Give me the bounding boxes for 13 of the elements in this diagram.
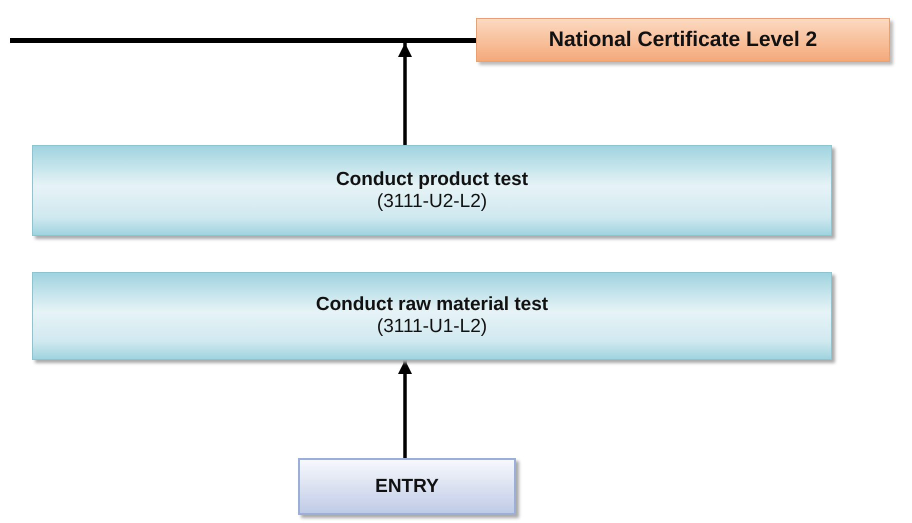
box-title: Conduct raw material test xyxy=(316,294,548,316)
certificate-box xyxy=(476,18,890,62)
unit-standard-box xyxy=(32,145,832,236)
unit-code: (3111-U1-L2) xyxy=(376,316,488,338)
horizontal-bar xyxy=(10,38,476,43)
entry-box xyxy=(298,458,516,515)
unit-code: (3111-U2-L2) xyxy=(376,190,488,212)
box-title: National Certificate Level 2 xyxy=(548,28,818,52)
box-title: Conduct product test xyxy=(336,168,528,190)
arrow xyxy=(398,360,412,458)
box-title: ENTRY xyxy=(375,476,439,498)
unit-standard-box xyxy=(32,272,832,360)
arrow xyxy=(398,43,412,145)
